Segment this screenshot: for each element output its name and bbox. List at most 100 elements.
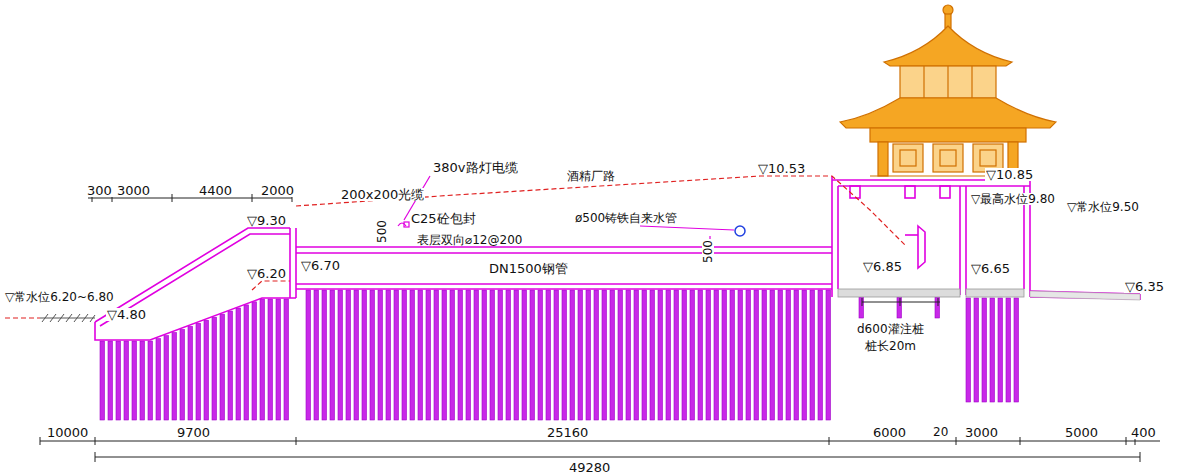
pile — [690, 290, 695, 420]
pile — [204, 320, 209, 420]
annotation-label: ▽常水位9.50 — [1066, 201, 1140, 213]
pile — [148, 341, 153, 420]
pile — [935, 297, 940, 318]
pile — [458, 290, 463, 420]
pile — [998, 298, 1003, 402]
pile — [212, 317, 217, 420]
pile — [394, 290, 399, 420]
pile — [482, 290, 487, 420]
pile — [546, 290, 551, 420]
utilities — [384, 176, 734, 248]
pile — [116, 341, 121, 420]
annotation-label: 酒精厂路 — [566, 170, 616, 182]
annotation-label: 25160 — [546, 426, 589, 439]
pile — [706, 290, 711, 420]
annotation-label: ▽9.30 — [246, 214, 287, 227]
pile — [714, 290, 719, 420]
annotation-label: 300 — [86, 184, 113, 197]
pile — [570, 290, 575, 420]
dimension-text: 500 — [702, 240, 714, 265]
pile — [276, 299, 281, 420]
pile — [990, 298, 995, 402]
annotation-label: 9700 — [176, 426, 211, 439]
pile — [738, 290, 743, 420]
ground-hatch — [40, 314, 95, 322]
pile-group — [100, 290, 1019, 420]
pile — [674, 290, 679, 420]
pile — [244, 305, 249, 420]
pile — [698, 290, 703, 420]
annotation-label: 400 — [1130, 426, 1157, 439]
pile — [442, 290, 447, 420]
annotation-label: ▽6.70 — [300, 259, 341, 272]
pile — [578, 290, 583, 420]
pile — [386, 290, 391, 420]
pile — [642, 290, 647, 420]
annotation-label: ▽6.65 — [970, 262, 1011, 275]
annotation-label: ø500铸铁自来水管 — [574, 212, 678, 224]
pile — [140, 341, 145, 420]
pile — [314, 290, 319, 420]
pile — [514, 290, 519, 420]
pile — [108, 341, 113, 420]
pile — [859, 297, 864, 318]
pile — [794, 290, 799, 420]
pile — [474, 290, 479, 420]
pile — [634, 290, 639, 420]
pile — [284, 299, 289, 420]
pile — [466, 290, 471, 420]
pile — [778, 290, 783, 420]
pavilion-foundation — [832, 176, 1140, 300]
pile — [306, 290, 311, 420]
annotation-label: ▽10.85 — [985, 168, 1034, 181]
grade-line — [5, 176, 905, 318]
pile — [426, 290, 431, 420]
pile — [498, 290, 503, 420]
pile — [330, 290, 335, 420]
annotation-label: ▽6.35 — [1124, 280, 1165, 293]
annotation-label: 200x200光缆 — [340, 188, 425, 201]
pile — [802, 290, 807, 420]
annotation-label: 6000 — [872, 426, 907, 439]
pile — [626, 290, 631, 420]
pile — [260, 299, 265, 420]
annotation-label: ▽常水位6.20~6.80 — [4, 291, 115, 303]
annotation-label: DN1500钢管 — [488, 262, 569, 275]
pile — [826, 290, 831, 420]
pile — [506, 290, 511, 420]
pile — [650, 290, 655, 420]
annotation-label: ▽10.53 — [757, 162, 806, 175]
pile — [594, 290, 599, 420]
annotation-label: 49280 — [568, 461, 611, 474]
pile — [602, 290, 607, 420]
annotation-label: 桩长20m — [864, 340, 917, 352]
pile — [554, 290, 559, 420]
pile — [354, 290, 359, 420]
annotation-label: 5000 — [1064, 426, 1099, 439]
pile — [762, 290, 767, 420]
annotation-label: 10000 — [46, 426, 89, 439]
pile — [897, 297, 902, 318]
annotation-label: 表层双向⌀12@200 — [416, 234, 523, 246]
pile — [982, 298, 987, 402]
annotation-label: 380v路灯电缆 — [432, 161, 519, 174]
annotation-label: ▽6.20 — [246, 267, 287, 280]
pile — [100, 341, 105, 420]
annotation-label: ▽6.85 — [862, 260, 903, 273]
pile — [338, 290, 343, 420]
pile — [754, 290, 759, 420]
pile — [370, 290, 375, 420]
annotation-label: ▽最高水位9.80 — [970, 193, 1056, 205]
pile — [124, 341, 129, 420]
pile — [236, 308, 241, 420]
pile — [538, 290, 543, 420]
pile — [322, 290, 327, 420]
pile — [164, 336, 169, 420]
annotation-label: C25砼包封 — [410, 212, 477, 225]
pile — [522, 290, 527, 420]
pile — [610, 290, 615, 420]
pile — [346, 290, 351, 420]
water-pipe — [735, 226, 745, 236]
pile — [618, 290, 623, 420]
